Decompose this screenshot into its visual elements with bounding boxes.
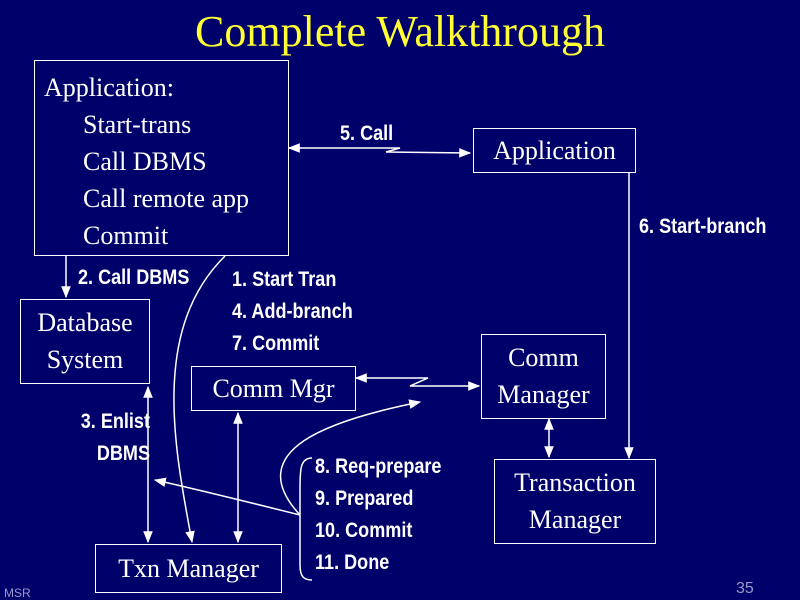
label-commit: 7. Commit [232, 332, 320, 355]
label-enlist-group: 3. Enlist DBMS [64, 406, 150, 470]
database-system-line-1: Database [37, 308, 133, 337]
arrow-call-app [287, 143, 472, 158]
slide-number: 35 [736, 580, 754, 597]
comm-manager-box: Comm Manager [481, 334, 606, 419]
arrow-prepare-curve [279, 399, 422, 516]
label-call-dbms: 2. Call DBMS [78, 266, 190, 289]
label-prepared: 9. Prepared [315, 487, 414, 510]
slide-title: Complete Walkthrough [195, 7, 605, 56]
label-done: 11. Done [315, 551, 390, 574]
comm-manager-line-2: Manager [497, 380, 590, 409]
step-call-remote-app: Call remote app [83, 184, 250, 213]
arrow-start-tran [173, 255, 226, 544]
application-heading: Application: [44, 73, 174, 102]
label-enlist-dbms: DBMS [96, 442, 150, 465]
label-prepare-group: 8. Req-prepare 9. Prepared 10. Commit 11… [315, 451, 441, 579]
transaction-manager-box: Transaction Manager [494, 459, 656, 544]
database-system-box: Database System [20, 299, 150, 384]
label-req-prepare: 8. Req-prepare [315, 455, 442, 478]
prepare-bracket [299, 457, 313, 581]
label-start-tran: 1. Start Tran [232, 268, 337, 291]
step-start-trans: Start-trans [83, 110, 192, 139]
arrow-prepare-left [153, 477, 301, 516]
comm-mgr-box: Comm Mgr [191, 366, 356, 411]
label-start-branch: 6. Start-branch [639, 215, 767, 238]
label-enlist: 3. Enlist [80, 410, 150, 433]
database-system-line-2: System [46, 345, 124, 374]
step-call-dbms: Call DBMS [83, 147, 207, 176]
remote-application-box: Application [473, 128, 636, 173]
comm-manager-line-1: Comm [508, 343, 579, 372]
arrow-commmgr-commmanager [354, 373, 481, 391]
label-start-tran-group: 1. Start Tran 4. Add-branch 7. Commit [232, 264, 353, 360]
transaction-manager-line-2: Manager [528, 505, 622, 534]
label-add-branch: 4. Add-branch [232, 300, 353, 323]
txn-manager-box: Txn Manager [95, 544, 282, 593]
label-commit-2pc: 10. Commit [315, 519, 413, 542]
step-commit: Commit [83, 221, 169, 250]
label-call: 5. Call [340, 122, 394, 145]
transaction-manager-line-1: Transaction [514, 468, 636, 497]
application-steps-box: Application: Start-trans Call DBMS Call … [34, 60, 289, 256]
footer-left: MSR [4, 586, 31, 600]
